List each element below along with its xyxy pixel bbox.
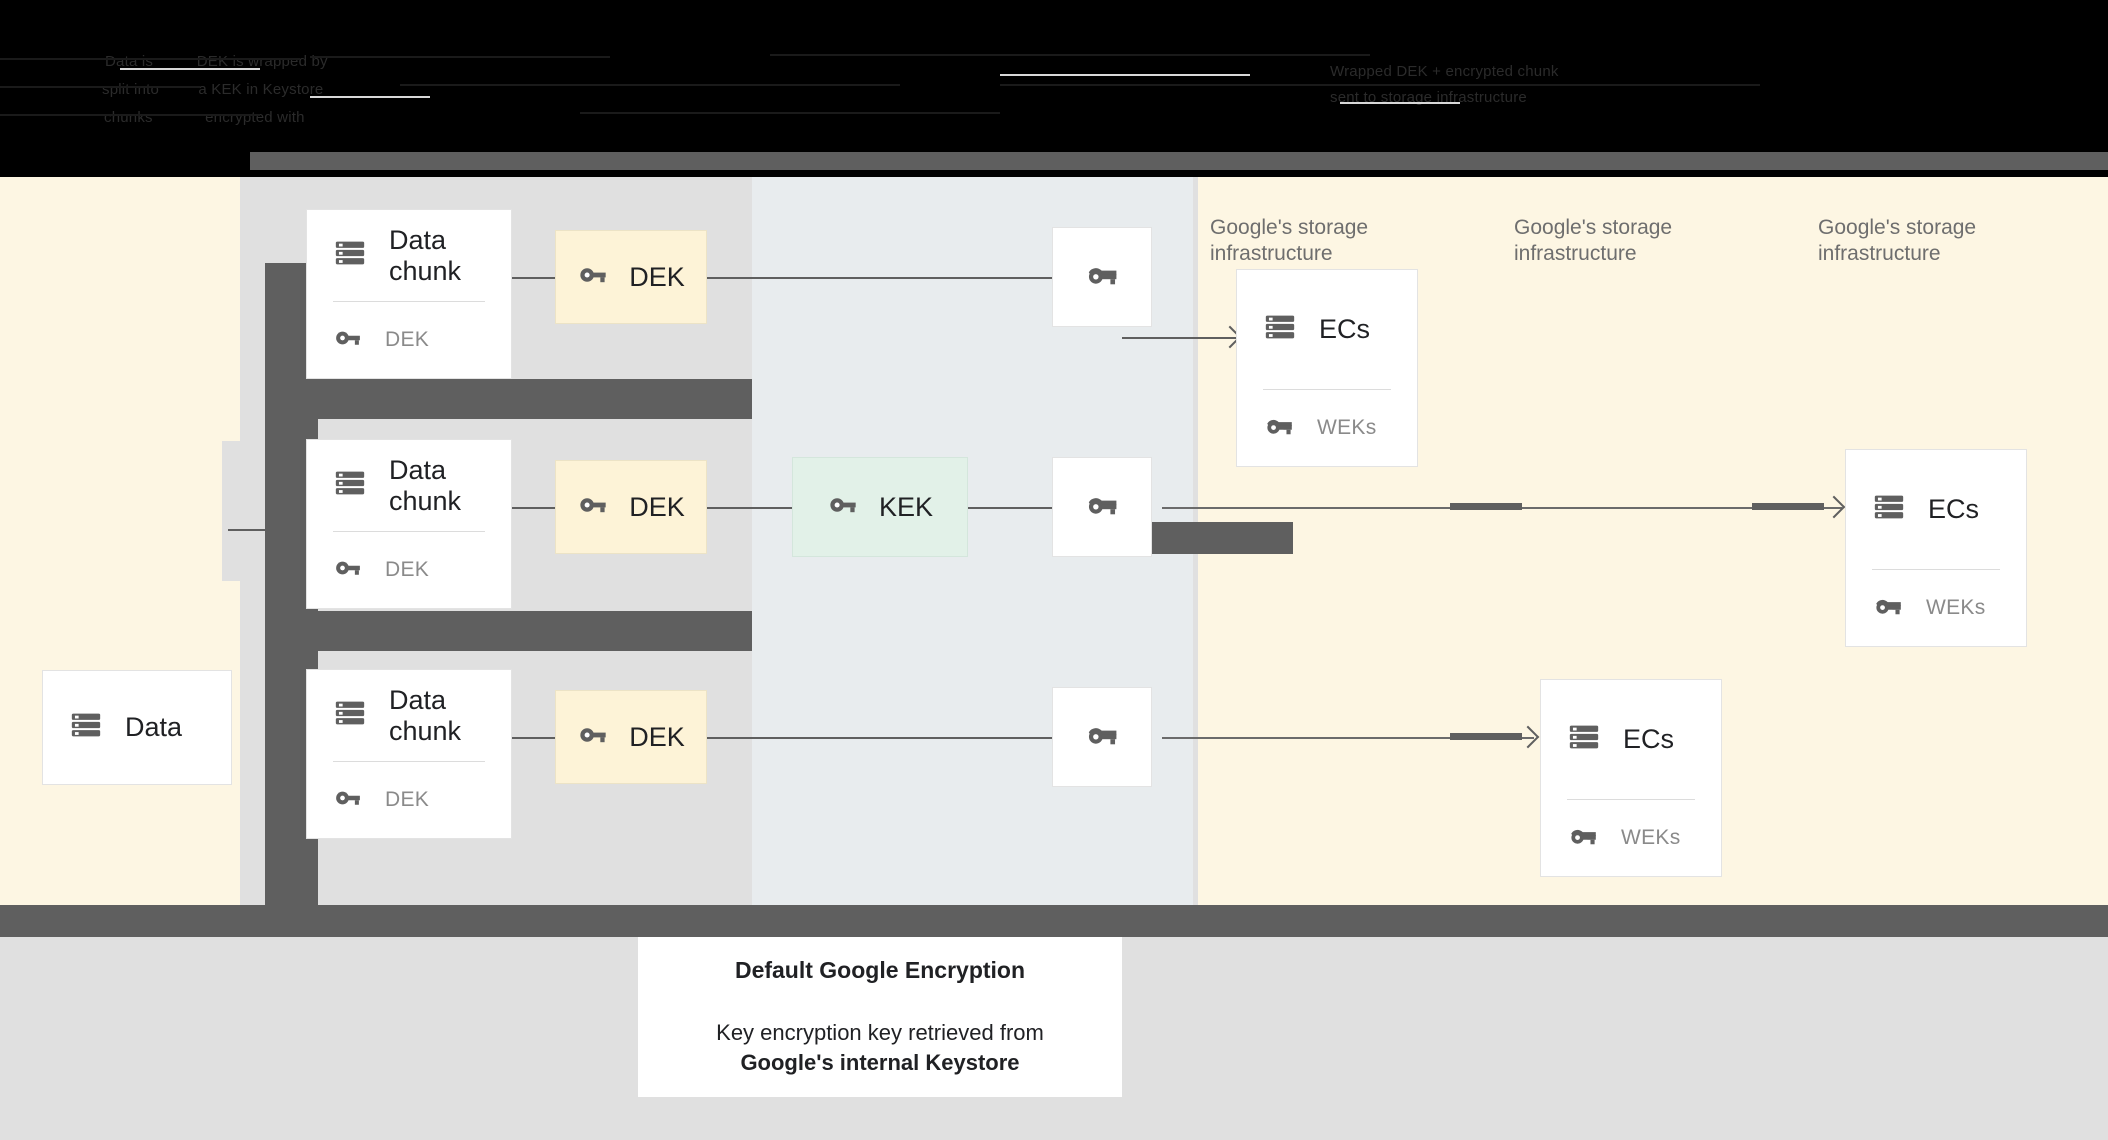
caption-body-line2: Google's internal Keystore (740, 1049, 1020, 1075)
arrowhead-ec2 (1822, 495, 1846, 519)
connector-wrapped1-ec (1122, 337, 1240, 339)
card-title: Data (125, 712, 183, 742)
card-title: ECs (1623, 724, 1675, 754)
connector-kek-wrapped (968, 507, 1052, 509)
banner-text-line-3: chunks encrypted with (104, 109, 305, 126)
card-ec-2[interactable]: ECs WEKs (1845, 449, 2027, 647)
storage-icon (1263, 310, 1297, 349)
caption-body-line1: Key encryption key retrieved from (716, 1019, 1044, 1045)
wrapped-key-icon (1872, 590, 1904, 627)
storage-icon (69, 708, 103, 747)
key-icon (577, 259, 609, 296)
wrapped-key-icon (1567, 820, 1599, 857)
card-divider (1567, 799, 1695, 800)
infra-label-2: Google's storage infrastructure (1514, 216, 1673, 265)
storage-icon (333, 696, 367, 735)
box-wrapped-key-1[interactable] (1052, 227, 1152, 327)
box-dek-3[interactable]: DEK (555, 690, 707, 784)
redaction-bar-row2 (265, 611, 752, 651)
card-data-chunk-1[interactable]: Data chunk DEK (306, 209, 512, 379)
connector-dek1-wrapped (707, 277, 1052, 279)
redaction-mark-arrow3 (1450, 733, 1522, 740)
card-ec-1[interactable]: ECs WEKs (1236, 269, 1418, 467)
box-dek-1[interactable]: DEK (555, 230, 707, 324)
card-key-label: WEKs (1317, 416, 1377, 439)
wrapped-key-icon (1084, 257, 1120, 298)
infra-label-1: Google's storage infrastructure (1210, 216, 1369, 265)
card-title: ECs (1319, 314, 1371, 344)
box-kek[interactable]: KEK (792, 457, 968, 557)
box-wrapped-key-3[interactable] (1052, 687, 1152, 787)
diagram-canvas: Data Data chunk (0, 177, 2108, 943)
card-data-chunk-3[interactable]: Data chunk DEK (306, 669, 512, 839)
banner-text-line-1: Data is DEK is wrapped by (105, 53, 328, 70)
key-icon (577, 489, 609, 526)
card-divider (333, 531, 485, 532)
card-title: ECs (1928, 494, 1980, 524)
caption-title: Default Google Encryption (734, 956, 1026, 983)
key-icon (827, 489, 859, 526)
card-divider (333, 761, 485, 762)
key-icon (333, 783, 363, 818)
redaction-mark-arrow2b (1752, 503, 1824, 510)
card-key-label: WEKs (1621, 826, 1681, 849)
card-divider (1872, 569, 2000, 570)
connector-data-to-chunks (228, 529, 348, 531)
card-key-label: DEK (385, 328, 430, 351)
card-data-source[interactable]: Data (42, 670, 232, 785)
card-data-chunk-2[interactable]: Data chunk DEK (306, 439, 512, 609)
infra-label-3: Google's storage infrastructure (1818, 216, 1977, 265)
box-label: DEK (629, 491, 685, 522)
banner-text-right-line-1: Wrapped DEK + encrypted chunk (1330, 63, 1559, 80)
card-key-label: WEKs (1926, 596, 1986, 619)
card-divider (1263, 389, 1391, 390)
key-icon (333, 553, 363, 588)
redaction-mark-arrow2a (1450, 503, 1522, 510)
card-ec-3[interactable]: ECs WEKs (1540, 679, 1722, 877)
arrowhead-ec3 (1516, 725, 1540, 749)
storage-icon (1567, 720, 1601, 759)
card-key-label: DEK (385, 558, 430, 581)
banner-text-right-line-2: sent to storage infrastructure (1330, 89, 1527, 106)
redaction-bar-row1 (265, 379, 752, 419)
connector-wrapped3-ec (1162, 737, 1534, 739)
box-label: DEK (629, 721, 685, 752)
box-wrapped-key-2[interactable] (1052, 457, 1152, 557)
card-title: Data chunk (389, 684, 462, 746)
caption-card: Default Google Encryption Key encryption… (638, 937, 1122, 1097)
storage-icon (1872, 490, 1906, 529)
box-label: KEK (878, 491, 934, 522)
card-title: Data chunk (389, 454, 462, 516)
card-key-label: DEK (385, 788, 430, 811)
storage-icon (333, 466, 367, 505)
box-dek-2[interactable]: DEK (555, 460, 707, 554)
footer-divider-bar (0, 905, 2108, 937)
caption-body: Key encryption key retrieved from Google… (716, 1018, 1044, 1078)
top-banner: Data is DEK is wrapped by split into a K… (0, 0, 2108, 170)
box-label: DEK (629, 261, 685, 292)
key-icon (577, 719, 609, 756)
connector-chunk2-dek (512, 507, 555, 509)
card-title: Data chunk (389, 224, 462, 286)
wrapped-key-icon (1084, 487, 1120, 528)
banner-text-line-2: split into a KEK in Keystore (102, 81, 324, 98)
storage-icon (333, 236, 367, 275)
wrapped-key-icon (1084, 717, 1120, 758)
connector-chunk1-dek (512, 277, 555, 279)
key-icon (333, 323, 363, 358)
connector-dek3-wrapped (707, 737, 1052, 739)
wrapped-key-icon (1263, 410, 1295, 447)
connector-chunk3-dek (512, 737, 555, 739)
card-divider (333, 301, 485, 302)
